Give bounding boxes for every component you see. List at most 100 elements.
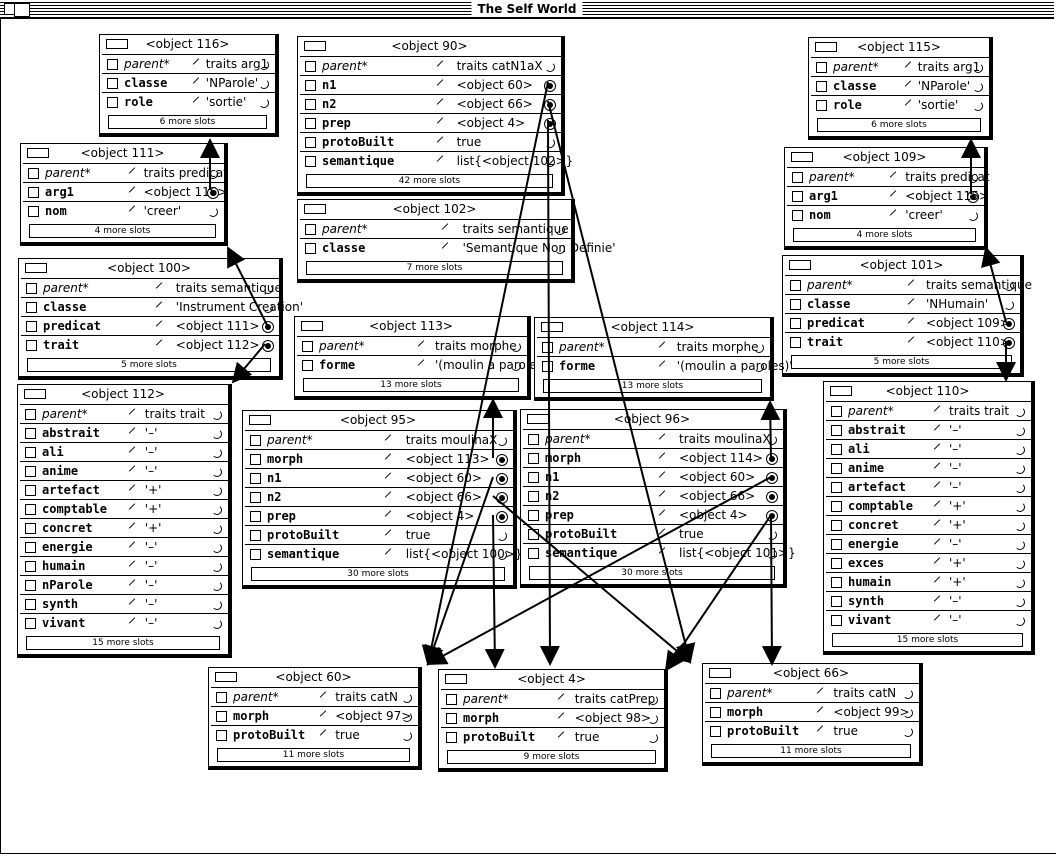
slot-menu-icon[interactable] (212, 467, 222, 477)
slot-checkbox[interactable] (216, 730, 227, 741)
slot-checkbox[interactable] (831, 444, 842, 455)
slot-value[interactable]: '–' (144, 616, 158, 630)
slot-checkbox[interactable] (305, 224, 316, 235)
slot-row[interactable]: parent*traits arg1 (811, 57, 989, 76)
outliner-header[interactable]: <object 116> (100, 35, 275, 54)
slot-menu-icon[interactable] (903, 708, 913, 718)
slot-checkbox[interactable] (25, 561, 36, 572)
slot-row[interactable]: morph<object 97> (211, 706, 418, 725)
slot-row[interactable]: forme'(moulin a paroles)' (537, 356, 793, 375)
slot-value[interactable]: <object 109> (926, 316, 1010, 330)
slot-row[interactable]: energie'–' (20, 537, 228, 556)
expander-box-icon[interactable] (445, 674, 467, 684)
slot-value[interactable]: '–' (144, 578, 158, 592)
slot-value[interactable]: '–' (949, 461, 962, 475)
more-slots-button[interactable]: 13 more slots (543, 379, 762, 393)
slot-checkbox[interactable] (25, 580, 36, 591)
slot-checkbox[interactable] (528, 548, 539, 559)
outliner-header[interactable]: <object 110> (824, 382, 1031, 401)
slot-checkbox[interactable] (107, 78, 118, 89)
slot-menu-icon[interactable] (402, 731, 412, 741)
slot-row[interactable]: parent*traits moulinaX (523, 429, 783, 448)
slot-menu-icon[interactable] (402, 693, 412, 703)
slot-checkbox[interactable] (250, 473, 261, 484)
slot-value[interactable]: '+' (949, 518, 966, 532)
expander-box-icon[interactable] (791, 152, 813, 162)
slot-checkbox[interactable] (831, 520, 842, 531)
slot-row[interactable]: classe'NParole' (102, 73, 275, 92)
slot-value[interactable]: traits arg1 (205, 57, 269, 71)
slot-menu-icon[interactable] (1015, 483, 1025, 493)
reference-dot-icon[interactable] (496, 454, 508, 466)
slot-value[interactable]: '+' (949, 499, 966, 513)
slot-checkbox[interactable] (305, 61, 316, 72)
slot-row[interactable]: arg1<object 115> (787, 186, 989, 205)
slot-row[interactable]: classe'NParole' (811, 76, 989, 95)
slot-checkbox[interactable] (790, 280, 801, 291)
reference-dot-icon[interactable] (544, 118, 556, 130)
slot-row[interactable]: parent*traits predicat (23, 163, 228, 182)
more-slots-button[interactable]: 7 more slots (306, 261, 563, 275)
expander-box-icon[interactable] (789, 260, 811, 270)
slot-value[interactable]: traits trait (949, 404, 1010, 418)
slot-checkbox[interactable] (710, 707, 721, 718)
slot-checkbox[interactable] (528, 491, 539, 502)
slot-menu-icon[interactable] (259, 79, 269, 89)
slot-value[interactable]: '+' (144, 483, 162, 497)
slot-value[interactable]: 'NParole' (205, 76, 259, 90)
slot-checkbox[interactable] (250, 435, 261, 446)
slot-checkbox[interactable] (216, 711, 227, 722)
slot-checkbox[interactable] (305, 156, 316, 167)
slot-value[interactable]: '–' (144, 426, 158, 440)
slot-checkbox[interactable] (25, 485, 36, 496)
more-slots-button[interactable]: 6 more slots (108, 115, 267, 129)
slot-menu-icon[interactable] (973, 101, 983, 111)
slot-checkbox[interactable] (25, 504, 36, 515)
slot-menu-icon[interactable] (973, 63, 983, 73)
more-slots-button[interactable]: 30 more slots (529, 566, 775, 580)
slot-row[interactable]: vivant'–' (826, 610, 1031, 629)
slot-checkbox[interactable] (446, 732, 457, 743)
slot-menu-icon[interactable] (1004, 281, 1014, 291)
slot-row[interactable]: comptable'+' (826, 496, 1031, 515)
slot-checkbox[interactable] (542, 361, 553, 372)
slot-checkbox[interactable] (216, 692, 227, 703)
slot-value[interactable]: true (574, 730, 600, 744)
slot-menu-icon[interactable] (1015, 597, 1025, 607)
slot-value[interactable]: true (833, 724, 859, 738)
slot-checkbox[interactable] (302, 341, 313, 352)
expander-box-icon[interactable] (301, 321, 323, 331)
more-slots-button[interactable]: 4 more slots (29, 224, 216, 238)
slot-menu-icon[interactable] (497, 550, 507, 560)
slot-checkbox[interactable] (26, 302, 37, 313)
slot-value[interactable]: traits arg1 (917, 60, 981, 74)
slot-row[interactable]: parent*traits catN1aX (300, 56, 561, 75)
slot-checkbox[interactable] (790, 318, 801, 329)
slot-checkbox[interactable] (250, 492, 261, 503)
more-slots-button[interactable]: 15 more slots (832, 633, 1023, 647)
slot-value[interactable]: <object 114> (679, 451, 763, 465)
slot-checkbox[interactable] (831, 558, 842, 569)
slot-menu-icon[interactable] (973, 82, 983, 92)
slot-row[interactable]: trait<object 112> (21, 335, 279, 354)
slot-checkbox[interactable] (816, 62, 827, 73)
slot-checkbox[interactable] (816, 100, 827, 111)
slot-menu-icon[interactable] (212, 619, 222, 629)
slot-row[interactable]: parent*traits morphe (537, 337, 770, 356)
reference-dot-icon[interactable] (1003, 337, 1015, 349)
slot-value[interactable]: '–' (949, 594, 962, 608)
slot-value[interactable]: <object 66> (679, 489, 756, 503)
slot-row[interactable]: vivant'–' (20, 613, 228, 632)
slot-value[interactable]: list{<object 102>} (456, 154, 574, 168)
slot-menu-icon[interactable] (754, 362, 764, 372)
slot-menu-icon[interactable] (511, 361, 521, 371)
slot-checkbox[interactable] (790, 337, 801, 348)
slot-value[interactable]: <object 60> (679, 470, 756, 484)
